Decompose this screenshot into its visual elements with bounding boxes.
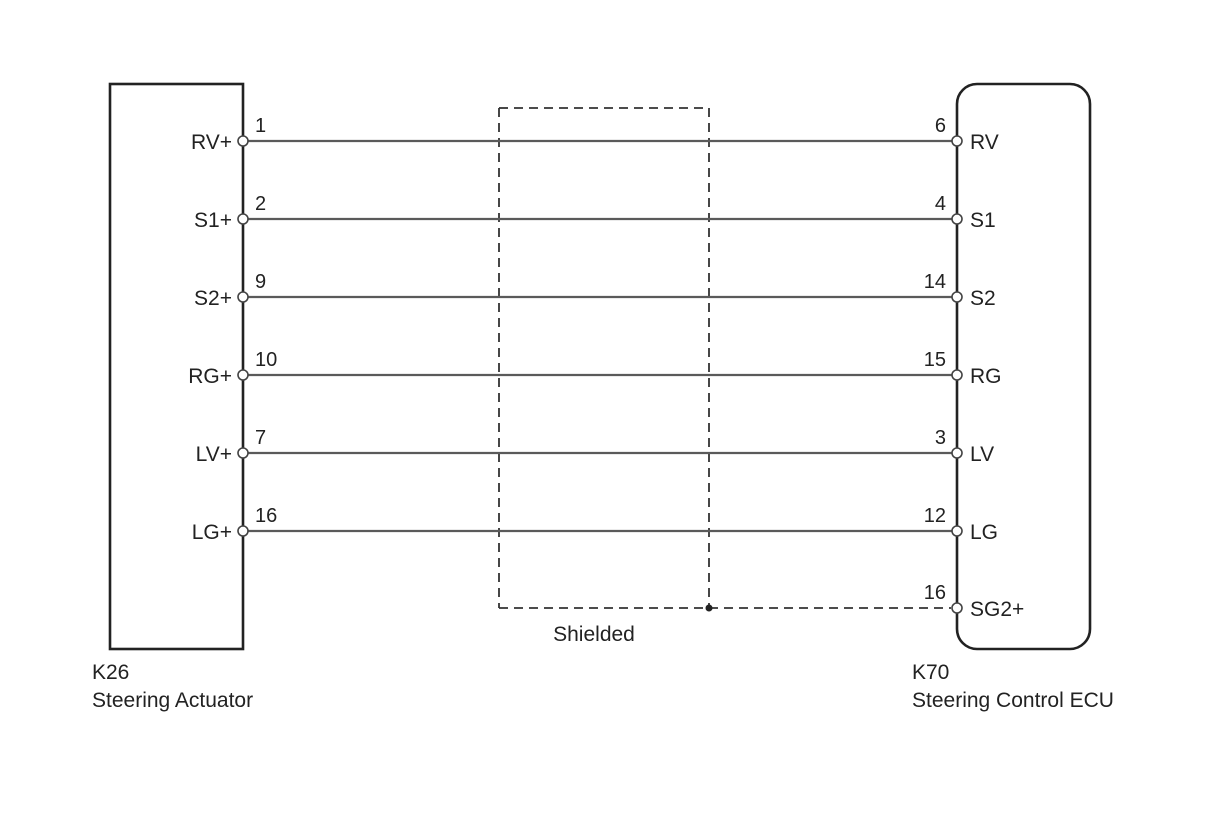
- ecu-pin-label: RV: [970, 131, 999, 154]
- shield-ground-connection: 16 SG2+: [924, 582, 1025, 621]
- ecu-pin-terminal: [951, 291, 963, 303]
- right-component-code: K70: [912, 661, 949, 684]
- ecu-pin-terminal: [951, 135, 963, 147]
- ecu-pin-number-sg2: 16: [924, 582, 946, 604]
- actuator-pin-label: RV+: [191, 131, 232, 154]
- ecu-pin-label: RG: [970, 365, 1002, 388]
- ecu-pin-number: 15: [924, 349, 946, 371]
- actuator-pin-number: 9: [255, 271, 266, 293]
- actuator-pin-label: LV+: [196, 443, 232, 466]
- right-component-name: Steering Control ECU: [912, 689, 1114, 712]
- shield-enclosure: [498, 107, 951, 612]
- shield-label: Shielded: [553, 623, 635, 646]
- ecu-pin-label: LG: [970, 521, 998, 544]
- ecu-pin-label: LV: [970, 443, 994, 466]
- ecu-pin-sg2-terminal: [951, 602, 963, 614]
- left-component-code: K26: [92, 661, 129, 684]
- ecu-pin-number: 4: [935, 193, 946, 215]
- actuator-pin-terminal: [237, 213, 249, 225]
- ecu-pin-number: 12: [924, 505, 946, 527]
- actuator-pin-number: 1: [255, 115, 266, 137]
- ecu-pin-terminal: [951, 525, 963, 537]
- actuator-pin-number: 16: [255, 505, 277, 527]
- ecu-pin-label: S1: [970, 209, 996, 232]
- ecu-pin-number: 6: [935, 115, 946, 137]
- actuator-pin-label: RG+: [188, 365, 232, 388]
- actuator-pin-terminal: [237, 291, 249, 303]
- actuator-pin-number: 2: [255, 193, 266, 215]
- ecu-pin-label: S2: [970, 287, 996, 310]
- ecu-pin-number: 3: [935, 427, 946, 449]
- actuator-pin-label: S2+: [194, 287, 232, 310]
- actuator-pin-label: S1+: [194, 209, 232, 232]
- actuator-pin-number: 7: [255, 427, 266, 449]
- left-component-name: Steering Actuator: [92, 689, 253, 712]
- left-component-box: [108, 82, 245, 651]
- ecu-pin-terminal: [951, 447, 963, 459]
- ecu-pin-terminal: [951, 369, 963, 381]
- actuator-pin-number: 10: [255, 349, 277, 371]
- shield-junction-dot: [705, 604, 713, 612]
- actuator-pin-terminal: [237, 525, 249, 537]
- ecu-pin-number: 14: [924, 271, 946, 293]
- actuator-pin-terminal: [237, 135, 249, 147]
- ecu-pin-terminal: [951, 213, 963, 225]
- actuator-pin-terminal: [237, 447, 249, 459]
- actuator-pin-terminal: [237, 369, 249, 381]
- actuator-pin-label: LG+: [192, 521, 232, 544]
- ecu-pin-label-sg2: SG2+: [970, 598, 1024, 621]
- right-component-box: [955, 82, 1092, 651]
